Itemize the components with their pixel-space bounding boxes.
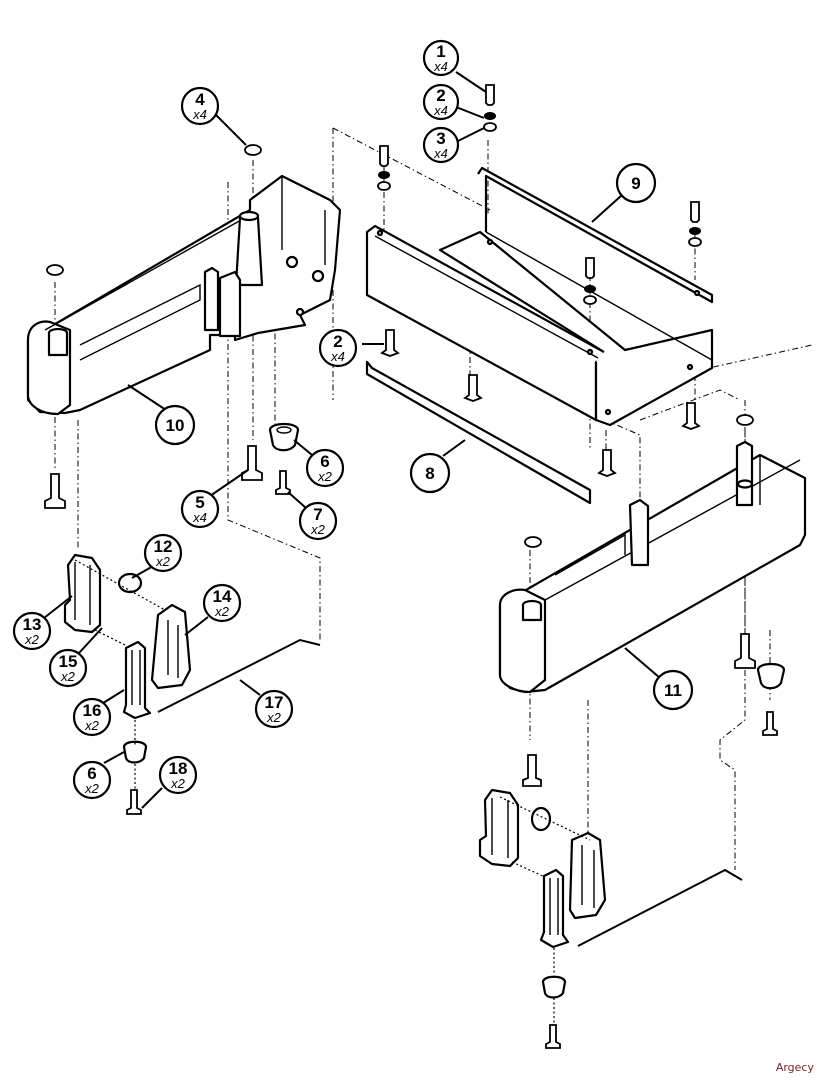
callout-6: 6 x2 bbox=[305, 448, 345, 488]
callout-7: 7 x2 bbox=[298, 501, 338, 541]
callout-number: 5 bbox=[195, 493, 204, 512]
callout-number: 13 bbox=[23, 615, 42, 634]
callout-2-lower: 2 x4 bbox=[318, 328, 358, 368]
callout-number: 15 bbox=[59, 652, 78, 671]
callout-number: 1 bbox=[436, 42, 445, 61]
callout-qty: x2 bbox=[84, 718, 100, 733]
callout-number: 8 bbox=[425, 464, 434, 483]
callout-number: 2 bbox=[436, 86, 445, 105]
callout-number: 12 bbox=[154, 537, 173, 556]
callout-4: 4 x4 bbox=[180, 86, 220, 126]
callout-14: 14 x2 bbox=[202, 583, 242, 623]
callout-qty: x4 bbox=[192, 510, 207, 525]
callout-13: 13 x2 bbox=[12, 611, 52, 651]
watermark: Argecy bbox=[775, 1061, 814, 1074]
callout-number: 16 bbox=[83, 701, 102, 720]
callout-number: 11 bbox=[664, 681, 682, 700]
callout-number: 6 bbox=[320, 452, 329, 471]
callout-number: 17 bbox=[265, 693, 284, 712]
callout-number: 14 bbox=[213, 587, 232, 606]
callout-qty: x2 bbox=[266, 710, 282, 725]
callout-number: 2 bbox=[333, 332, 342, 351]
callout-number: 4 bbox=[195, 90, 205, 109]
callout-number: 6 bbox=[87, 764, 96, 783]
callout-10: 10 bbox=[154, 404, 196, 446]
callout-18: 18 x2 bbox=[158, 755, 198, 795]
callout-qty: x2 bbox=[155, 554, 171, 569]
callout-qty: x2 bbox=[24, 632, 40, 647]
callout-3: 3 x4 bbox=[422, 126, 460, 164]
callout-11: 11 bbox=[652, 669, 694, 711]
callout-15: 15 x2 bbox=[48, 648, 88, 688]
left-base-housing bbox=[26, 174, 342, 416]
leader-lines bbox=[43, 71, 661, 809]
callout-qty: x2 bbox=[84, 781, 100, 796]
callout-5: 5 x4 bbox=[180, 489, 220, 529]
callout-qty: x2 bbox=[317, 469, 333, 484]
right-bracket-assembly bbox=[478, 754, 743, 1049]
callout-qty: x2 bbox=[60, 669, 76, 684]
sheet-metal-tray bbox=[365, 166, 714, 427]
callout-8: 8 bbox=[409, 452, 451, 494]
callout-number: 7 bbox=[313, 505, 322, 524]
callout-6-lower: 6 x2 bbox=[72, 760, 112, 800]
callout-qty: x4 bbox=[433, 59, 448, 74]
callout-qty: x2 bbox=[214, 604, 230, 619]
callout-9: 9 bbox=[615, 162, 657, 204]
trim-strip bbox=[365, 360, 592, 505]
hardware bbox=[44, 84, 786, 736]
callout-number: 10 bbox=[166, 416, 185, 435]
callout-12: 12 x2 bbox=[143, 533, 183, 573]
callout-number: 3 bbox=[436, 129, 445, 148]
callout-2: 2 x4 bbox=[422, 83, 460, 121]
callout-qty: x4 bbox=[192, 107, 207, 122]
callout-qty: x4 bbox=[433, 103, 448, 118]
callout-1: 1 x4 bbox=[422, 39, 460, 77]
right-base-housing bbox=[498, 440, 807, 694]
callout-number: 9 bbox=[631, 174, 640, 193]
callout-qty: x2 bbox=[170, 776, 186, 791]
callout-16: 16 x2 bbox=[72, 697, 112, 737]
callout-qty: x2 bbox=[310, 522, 326, 537]
left-bracket-assembly bbox=[63, 553, 321, 815]
callout-number: 18 bbox=[169, 759, 188, 778]
callout-17: 17 x2 bbox=[254, 689, 294, 729]
callout-qty: x4 bbox=[330, 349, 345, 364]
callout-qty: x4 bbox=[433, 146, 448, 161]
